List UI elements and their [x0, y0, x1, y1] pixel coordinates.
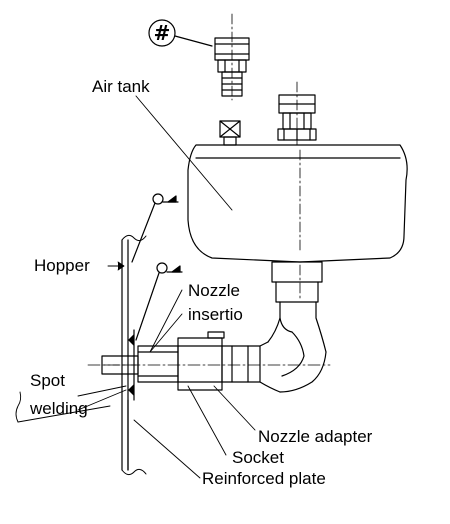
label-spot-line1: Spot: [30, 371, 65, 390]
label-nozzle-line2: insertio: [188, 305, 243, 324]
label-air-tank: Air tank: [92, 77, 150, 96]
hash-balloon: #: [148, 19, 213, 47]
weld-symbols: [128, 193, 183, 396]
air-tank-body: [187, 144, 408, 263]
hose: [267, 261, 327, 393]
label-hopper: Hopper: [34, 256, 90, 275]
nozzle-assembly: [87, 331, 331, 393]
hash-symbol: #: [154, 21, 171, 45]
label-reinforced-plate: Reinforced plate: [202, 469, 326, 488]
hopper-wall: [121, 234, 147, 476]
label-spot-line2: welding: [30, 399, 88, 418]
leader-lines: [15, 95, 256, 479]
label-nozzle-line1: Nozzle: [188, 281, 240, 300]
label-socket: Socket: [232, 448, 284, 467]
tank-top-fittings: [219, 81, 317, 146]
label-nozzle-adapter: Nozzle adapter: [258, 427, 373, 446]
detached-fitting: [214, 13, 250, 101]
